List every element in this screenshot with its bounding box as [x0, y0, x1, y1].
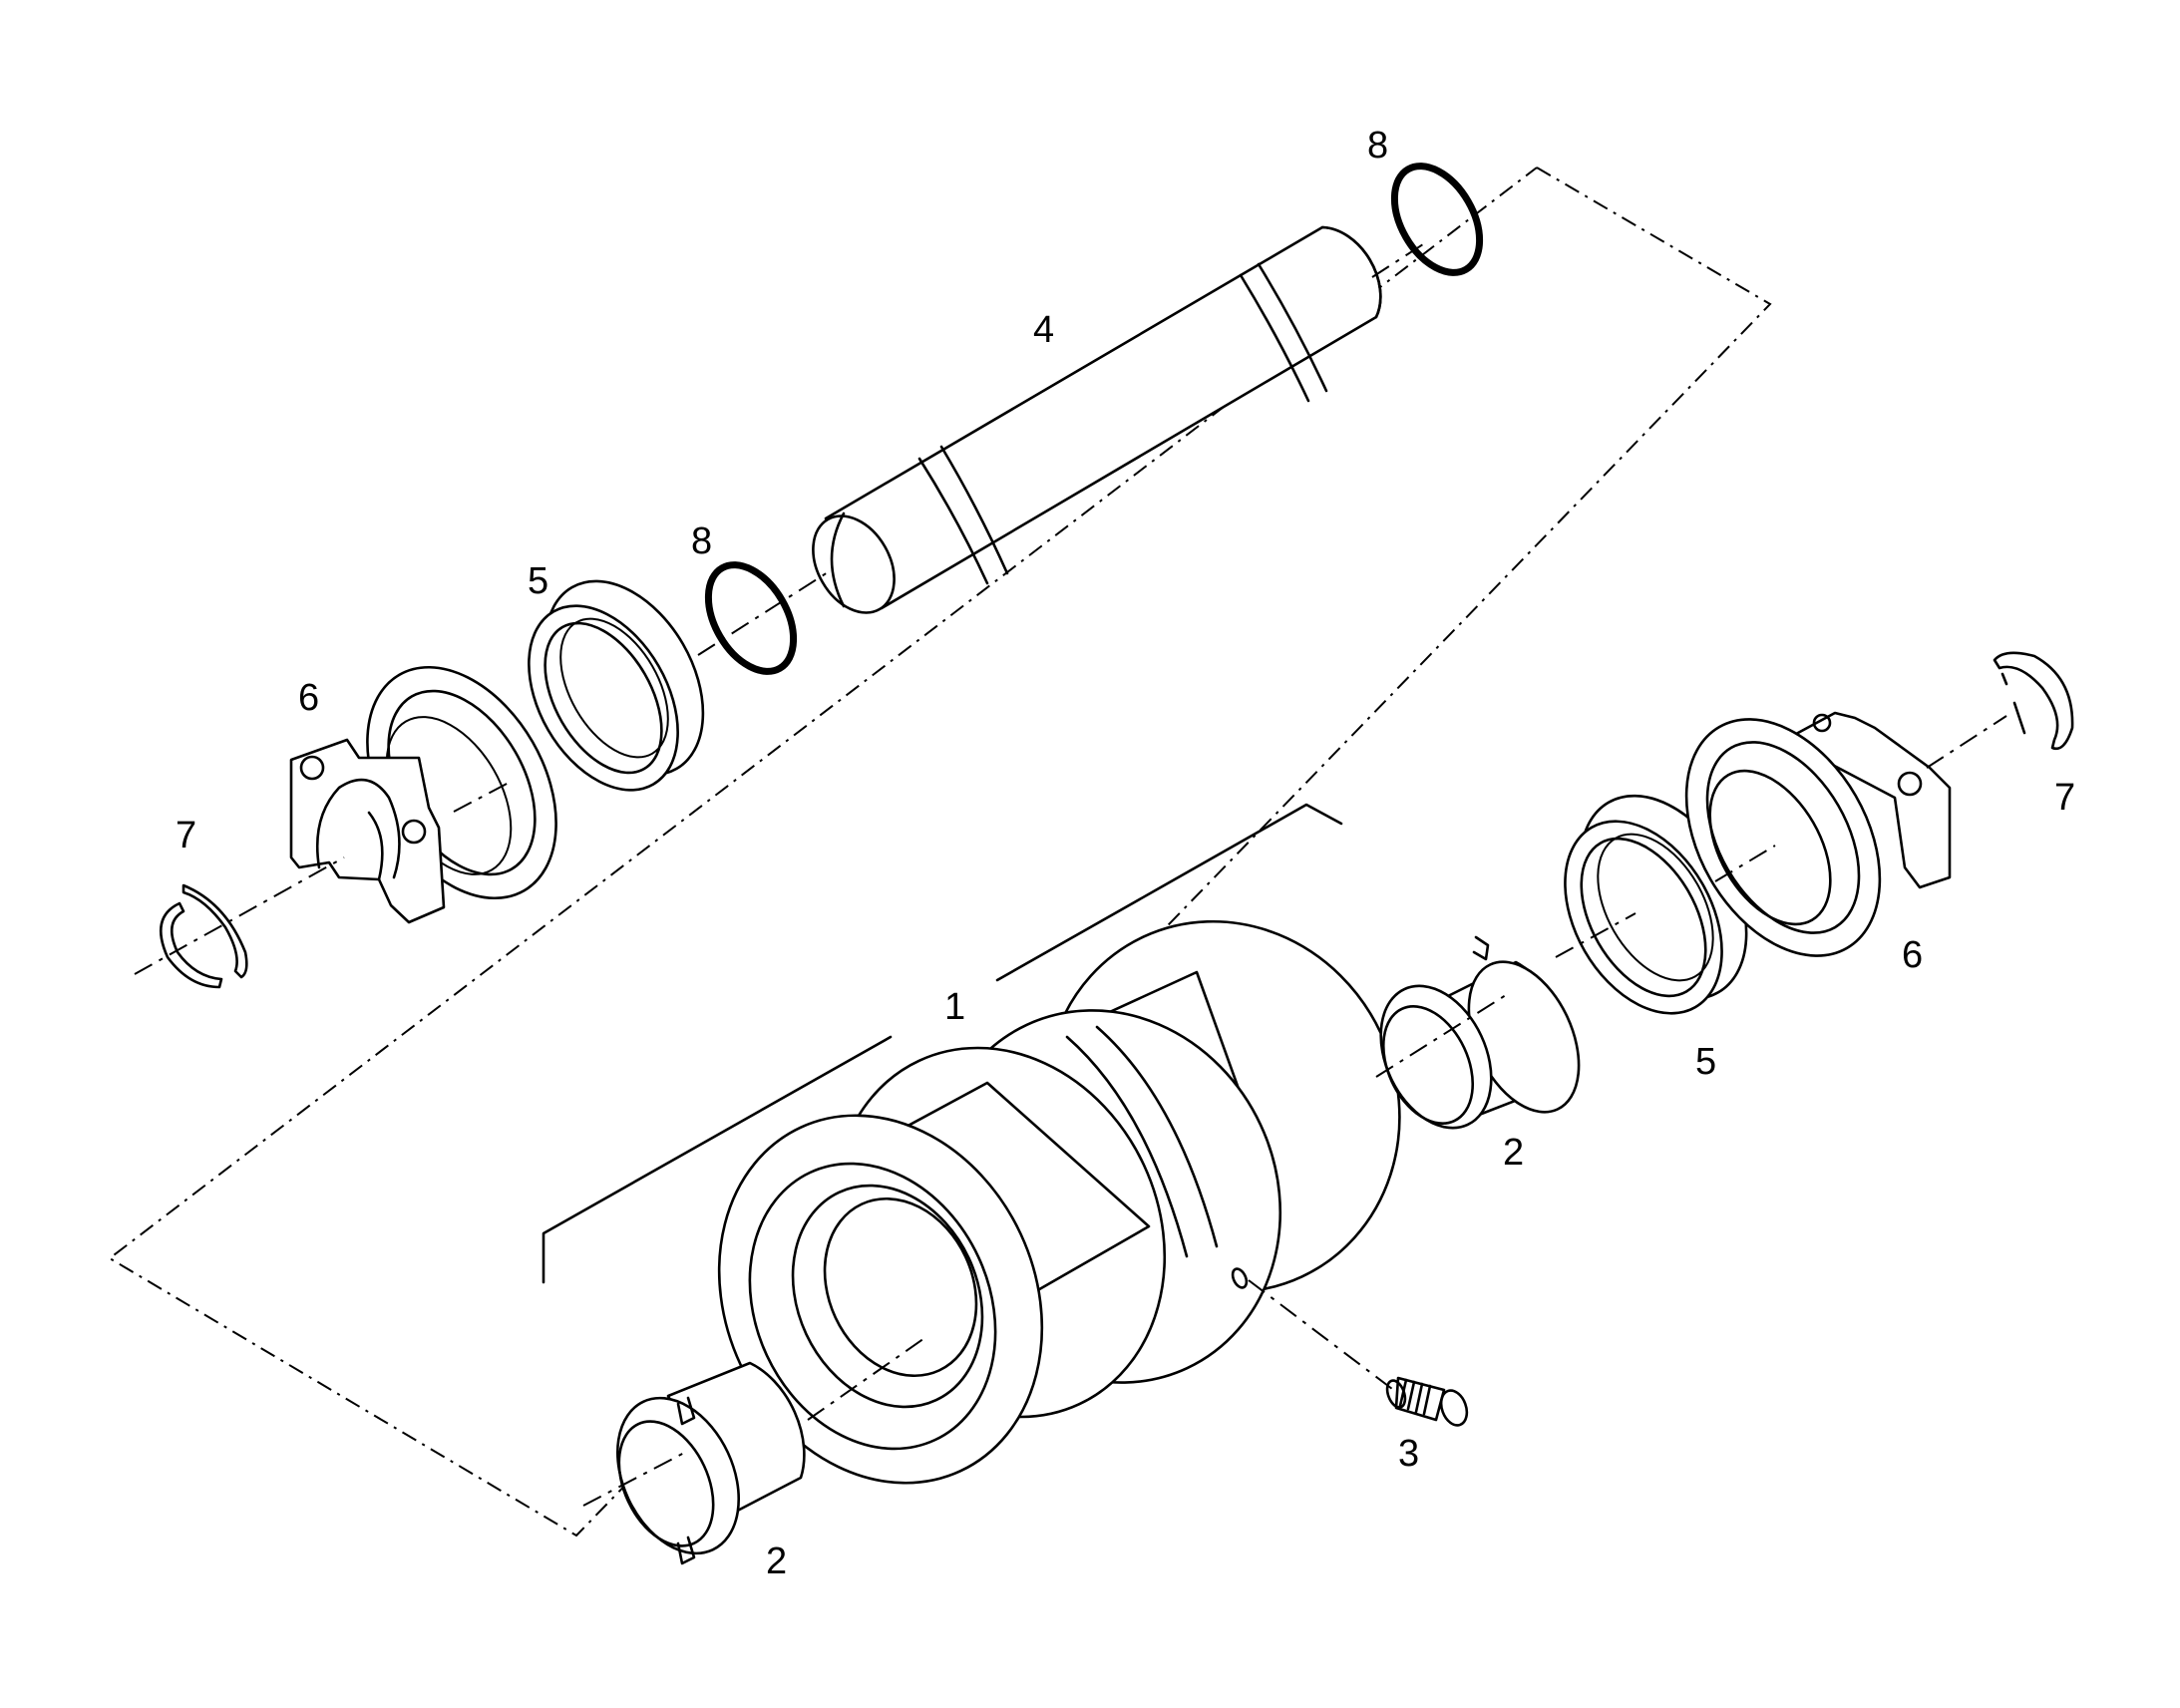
callout-7-right: 7	[2054, 777, 2075, 819]
callout-8-upper: 8	[1367, 125, 1388, 167]
callout-4: 4	[1033, 309, 1054, 351]
callout-7-left: 7	[176, 815, 196, 856]
callout-1: 1	[944, 986, 965, 1028]
o-ring-part-8-upper	[1390, 163, 1484, 276]
housing-part-6-left	[289, 665, 557, 924]
bushing-part-2-left	[615, 1361, 806, 1565]
lower-axis	[582, 1450, 689, 1507]
seal-part-5-left	[528, 579, 705, 792]
callout-5-right: 5	[1695, 1041, 1716, 1083]
roller-group-bracket	[542, 1035, 893, 1284]
snap-ring-part-7-left	[160, 901, 223, 989]
upper-axis	[134, 856, 345, 975]
o-ring-part-8-lower	[704, 561, 798, 675]
housing-part-6-right	[1684, 711, 1952, 957]
assembly-boundary	[108, 167, 1772, 1537]
bushing-part-2-right	[1379, 935, 1581, 1130]
snap-ring-part-7-right	[1993, 651, 2074, 751]
callout-2-lower: 2	[766, 1540, 787, 1582]
callout-5-left: 5	[528, 560, 548, 602]
callout-2-right: 2	[1503, 1132, 1524, 1174]
callout-6-left: 6	[298, 677, 319, 719]
roller-group-bracket-upper	[995, 803, 1343, 982]
callout-8-lower: 8	[691, 520, 712, 562]
grease-plug-part-3	[1385, 1376, 1469, 1427]
callout-3: 3	[1398, 1433, 1419, 1475]
shaft-part-4	[812, 225, 1382, 614]
roller-part-1	[717, 919, 1401, 1485]
callout-6-right: 6	[1902, 934, 1923, 976]
